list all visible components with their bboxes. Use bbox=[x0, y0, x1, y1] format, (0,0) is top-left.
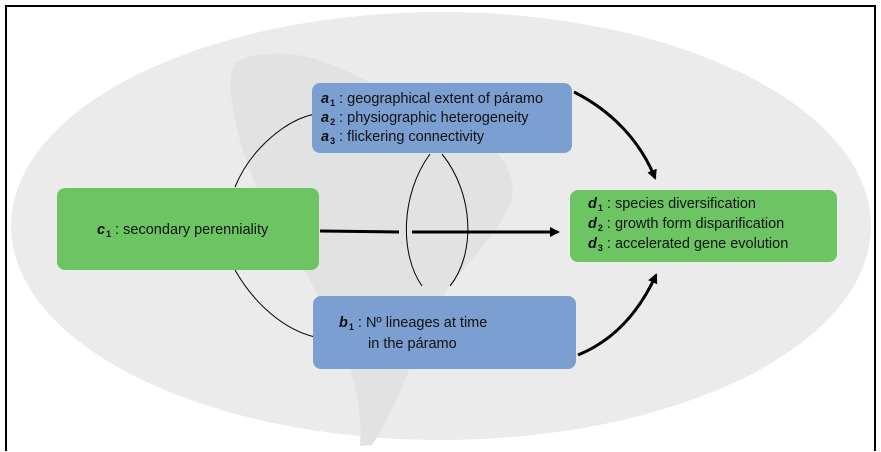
node-c1-line: c1 : secondary perenniality bbox=[97, 222, 268, 243]
connector-a-to-b-right bbox=[441, 153, 469, 287]
node-b-box bbox=[313, 296, 576, 369]
node-d3-line: d3 : accelerated gene evolution bbox=[588, 236, 788, 257]
connector-c-to-b bbox=[234, 269, 316, 338]
node-a1-line: a1 : geographical extent of páramo bbox=[321, 91, 543, 112]
arrow-a-to-d bbox=[573, 90, 657, 180]
node-d3-text: : accelerated gene evolution bbox=[606, 236, 789, 252]
node-a2-symbol: a2 bbox=[321, 110, 336, 127]
node-d1-text: : species diversification bbox=[606, 196, 756, 212]
arrow-c-to-d-segment bbox=[319, 229, 400, 234]
connector-c-to-a bbox=[234, 113, 316, 188]
node-a-box bbox=[312, 83, 572, 153]
node-a1-text: : geographical extent of páramo bbox=[339, 91, 544, 107]
node-d1-line: d1 : species diversification bbox=[588, 196, 756, 217]
node-d3-symbol: d3 bbox=[588, 236, 603, 253]
arrow-b-to-d bbox=[577, 273, 658, 357]
node-b1-line: b1 : Nº lineages at time bbox=[339, 315, 487, 336]
node-a2-line: a2 : physiographic heterogeneity bbox=[321, 110, 529, 131]
node-a3-symbol: a3 bbox=[321, 129, 336, 146]
node-c1-text: : secondary perenniality bbox=[115, 222, 269, 238]
connector-a-to-b-left bbox=[405, 153, 431, 287]
node-a2-text: : physiographic heterogeneity bbox=[339, 110, 529, 126]
node-d1-symbol: d1 bbox=[588, 196, 603, 213]
node-c-box bbox=[57, 188, 319, 270]
node-a3-text: : flickering connectivity bbox=[339, 129, 485, 145]
figure-frame bbox=[5, 5, 876, 451]
node-b1-symbol: b1 bbox=[339, 315, 354, 332]
node-a3-line: a3 : flickering connectivity bbox=[321, 129, 484, 150]
node-b1-text-line2: in the páramo bbox=[368, 336, 457, 352]
node-a1-symbol: a1 bbox=[321, 91, 336, 108]
node-d2-line: d2 : growth form disparification bbox=[588, 216, 784, 237]
node-d-box bbox=[570, 190, 837, 262]
node-d2-text: : growth form disparification bbox=[606, 216, 785, 232]
node-d2-symbol: d2 bbox=[588, 216, 603, 233]
node-c1-symbol: c1 bbox=[97, 222, 112, 239]
node-b1-text: : Nº lineages at time bbox=[357, 315, 488, 331]
